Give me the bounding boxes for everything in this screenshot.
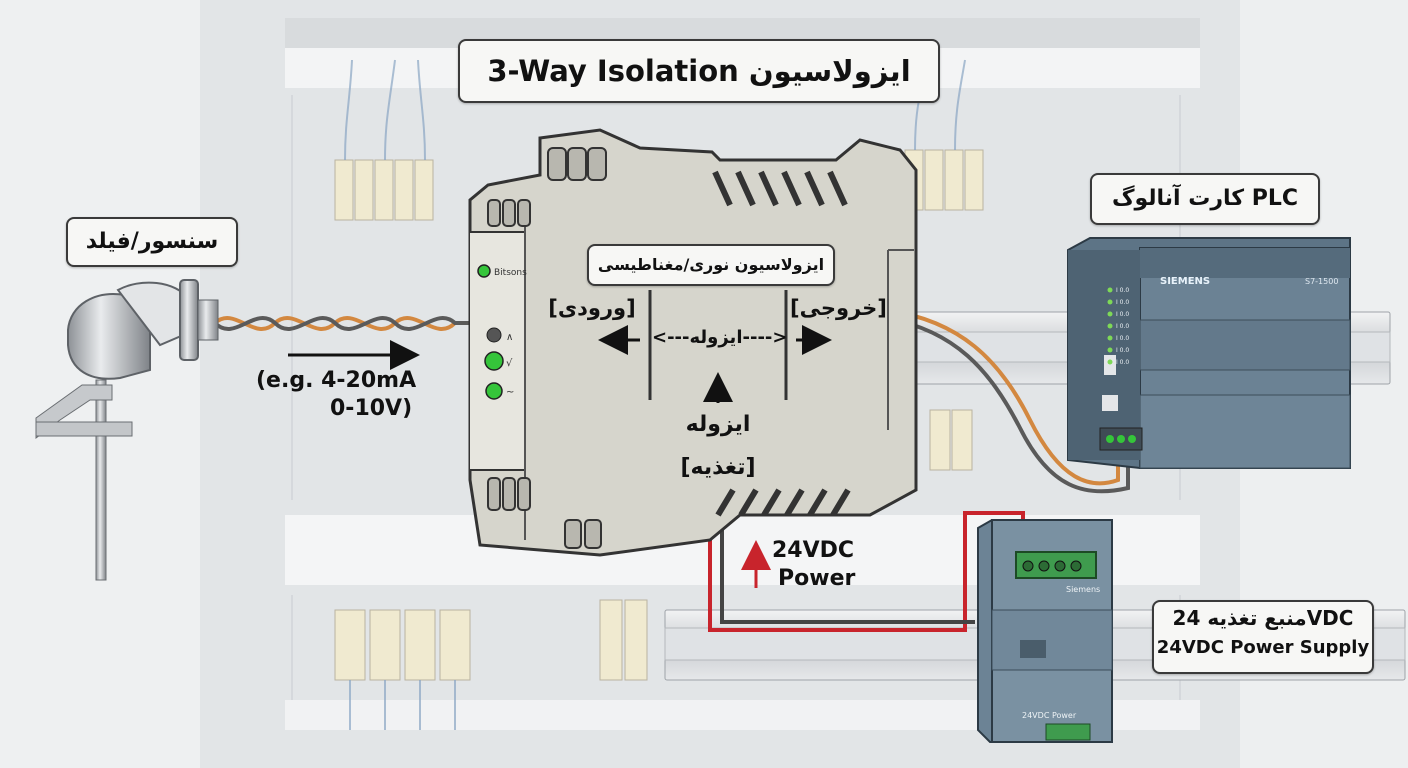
power-supply-label: منبع تغذیه 24VDC 24VDC Power Supply [1152,600,1374,674]
isolator-led-3 [485,382,503,400]
power-supply-unit-brand: Siemens [1066,585,1100,594]
sensor-wires [213,316,478,331]
plc-led-label-2: I 0.0 [1116,299,1129,306]
plc-led-label-4: I 0.0 [1116,323,1129,330]
signal-example-line-2: 0-10V) [330,396,413,421]
power-supply-unit [977,519,1113,743]
plc-led-label-6: I 0.0 [1116,347,1129,354]
isolator-led-symbol-2: √ [506,358,513,369]
plc-analog-card [1067,237,1351,470]
sensor-label: سنسور/فیلد [66,217,238,267]
isolator-status-led [477,264,491,278]
plc-led-column: I 0.0 I 0.0 I 0.0 I 0.0 I 0.0 I 0.0 I 0.… [1107,287,1129,366]
power-arrow-label-1: 24VDC [772,538,855,563]
isolator-bottom-label-1: ایزوله [685,412,751,437]
isolator-header-label: ایزولاسیون نوری/مغناطیسی [587,244,835,286]
power-supply-unit-text: 24VDC Power [1022,711,1077,720]
plc-led-label-3: I 0.0 [1116,311,1129,318]
signal-example-line-1: (e.g. 4-20mA [256,368,417,393]
isolator-led-symbol-3: ~ [506,387,514,398]
plc-led-label-5: I 0.0 [1116,335,1129,342]
plc-wires [884,308,1130,494]
isolator-bottom-label-2: [تغذیه] [680,455,756,480]
isolator-led-symbol-1: ∧ [506,332,513,343]
power-supply-label-en: 24VDC Power Supply [1156,637,1370,658]
title-label: 3-Way Isolation ایزولاسیون [458,39,940,103]
isolator-center-label: <---ایزوله----> [652,327,788,348]
isolator-led-1 [486,327,502,343]
isolator-brand: Bitsons [494,268,527,278]
isolator-led-2 [484,351,504,371]
plc-led-label-7: I 0.0 [1116,359,1129,366]
plc-model: S7-1500 [1305,277,1338,286]
plc-brand: SIEMENS [1160,276,1210,287]
sensor-device [35,279,219,581]
plc-led-label-1: I 0.0 [1116,287,1129,294]
plc-label: کارت آنالوگ PLC [1090,173,1320,225]
isolator-module [468,128,918,557]
isolator-input-label: [ورودی] [548,296,636,320]
power-arrow-label-2: Power [778,566,856,591]
isolator-output-label: [خروجی] [790,296,887,320]
power-supply-label-fa: منبع تغذیه 24VDC [1172,606,1354,630]
